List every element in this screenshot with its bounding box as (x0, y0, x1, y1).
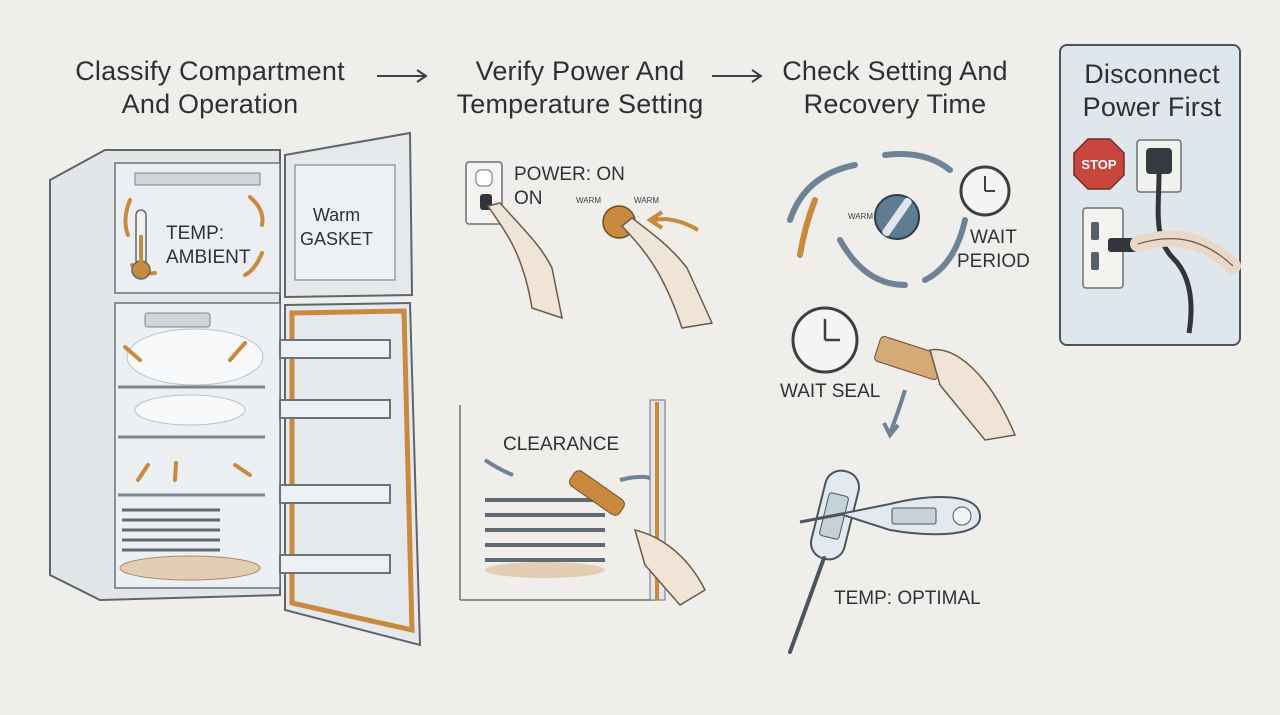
warning-title-line1: Disconnect (1084, 59, 1220, 89)
step-1-title: Classify Compartment And Operation (55, 55, 365, 121)
recovery-cycle-illustration (787, 151, 1011, 288)
temp-optimal-label: TEMP: OPTIMAL (834, 588, 981, 609)
recovery-dial-label: WARM (848, 212, 874, 221)
step-1-title-line1: Classify Compartment (75, 56, 345, 86)
step-1-title-line2: And Operation (121, 89, 299, 119)
power-outlet-hand-illustration (465, 161, 714, 329)
gasket-label: Warm GASKET (300, 203, 373, 251)
digital-thermometer-icon (799, 496, 982, 536)
warning-title: Disconnect Power First (1061, 58, 1243, 124)
power-label-line2: ON (514, 188, 543, 209)
wait-period-label-line2: PERIOD (957, 251, 1030, 272)
dial-left-label: WARM (576, 196, 602, 205)
stop-sign-text: STOP (1081, 157, 1116, 172)
step-2-title-line2: Temperature Setting (456, 89, 704, 119)
freezer-temp-label: TEMP: AMBIENT (166, 222, 250, 270)
freezer-temp-label-line2: AMBIENT (166, 247, 251, 268)
step-3-title-line1: Check Setting And (782, 56, 1008, 86)
wait-seal-label: WAIT SEAL (780, 381, 881, 402)
flow-arrow-2-icon (712, 69, 763, 83)
wait-period-label: WAIT PERIOD (957, 226, 1030, 274)
freezer-temp-label-line1: TEMP: (166, 223, 225, 244)
power-label-line1: POWER: ON (514, 164, 625, 185)
step-3-title: Check Setting And Recovery Time (760, 55, 1030, 121)
condenser-coils (485, 498, 605, 562)
thermometer-icon (131, 209, 151, 280)
gasket-label-line2: GASKET (300, 229, 374, 249)
refrigerator-illustration (49, 131, 422, 647)
step-2-title-line1: Verify Power And (475, 56, 685, 86)
clearance-label: CLEARANCE (503, 434, 620, 455)
stop-sign-icon: STOP (1073, 138, 1125, 190)
wait-period-label-line1: WAIT (970, 227, 1017, 248)
probe-thermometer-icon (788, 469, 860, 654)
step-2-title: Verify Power And Temperature Setting (435, 55, 725, 121)
unplugged-cord-icon (1082, 139, 1241, 334)
condenser-coils-illustration (459, 399, 706, 606)
dial-right-label: WARM (634, 196, 660, 205)
warning-title-line2: Power First (1082, 92, 1222, 122)
digital-thermometers-illustration (788, 469, 982, 654)
wait-clock-icon (959, 165, 1011, 217)
seal-check-illustration (791, 306, 1017, 441)
seal-clock-icon (791, 306, 859, 374)
fridge-coils (122, 508, 220, 552)
warning-panel: Disconnect Power First STOP (1059, 44, 1241, 346)
flow-arrow-1-icon (377, 69, 428, 83)
step-3-title-line2: Recovery Time (803, 89, 987, 119)
cycle-arrows-icon (787, 151, 968, 288)
gasket-label-line1: Warm (312, 205, 361, 225)
door-gasket (289, 308, 415, 634)
power-label: POWER: ON ON (514, 163, 625, 211)
